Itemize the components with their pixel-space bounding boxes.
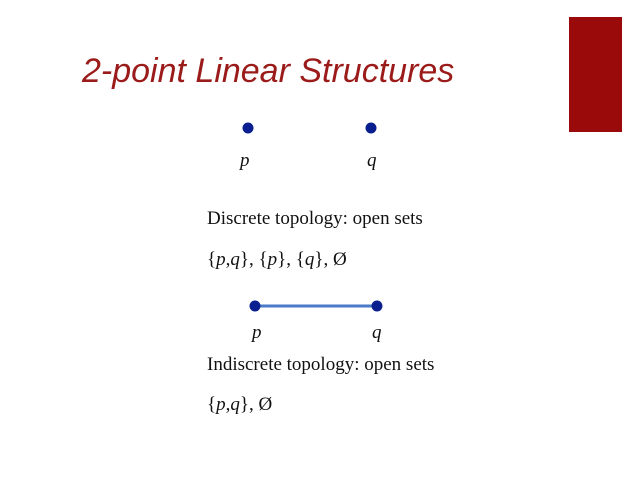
discrete-open-sets: {p,q}, {p}, {q}, Ø — [207, 249, 347, 270]
label-p-indiscrete: p — [250, 322, 262, 343]
indiscrete-open-sets: {p,q}, Ø — [207, 394, 273, 415]
discrete-caption: Discrete topology: open sets — [207, 208, 423, 229]
indiscrete-caption: Indiscrete topology: open sets — [207, 354, 435, 375]
accent-bar — [569, 17, 622, 132]
label-p-discrete: p — [238, 150, 250, 171]
point-q-indiscrete — [371, 300, 383, 312]
slide-title: 2-point Linear Structures — [82, 52, 455, 90]
point-p-discrete — [242, 122, 254, 134]
label-q-indiscrete: q — [372, 322, 382, 343]
point-p-indiscrete — [249, 300, 261, 312]
point-q-discrete — [365, 122, 377, 134]
label-q-discrete: q — [367, 150, 377, 171]
